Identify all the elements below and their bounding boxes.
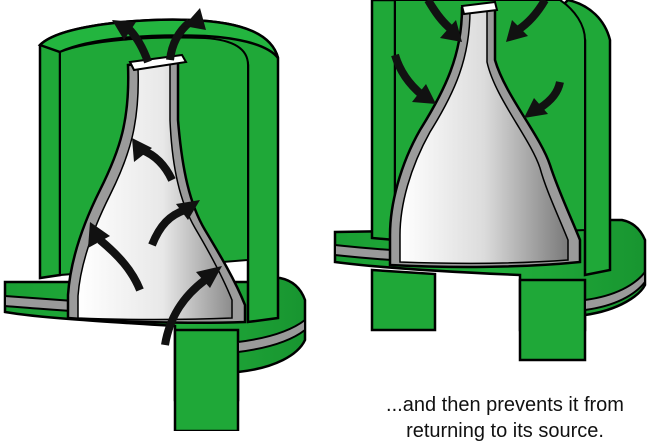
check-valve-illustration: [0, 0, 650, 431]
right-lower-pipe-2: [520, 280, 585, 360]
right-valve-closed: [335, 0, 645, 360]
left-lower-pipe: [175, 330, 238, 431]
left-valve-open: [5, 8, 305, 431]
caption: ...and then prevents it from returning t…: [360, 392, 650, 444]
caption-line-2: returning to its source.: [360, 418, 650, 444]
right-housing-body: [372, 0, 395, 240]
right-lower-pipe: [372, 270, 435, 330]
caption-line-1: ...and then prevents it from: [360, 392, 650, 418]
